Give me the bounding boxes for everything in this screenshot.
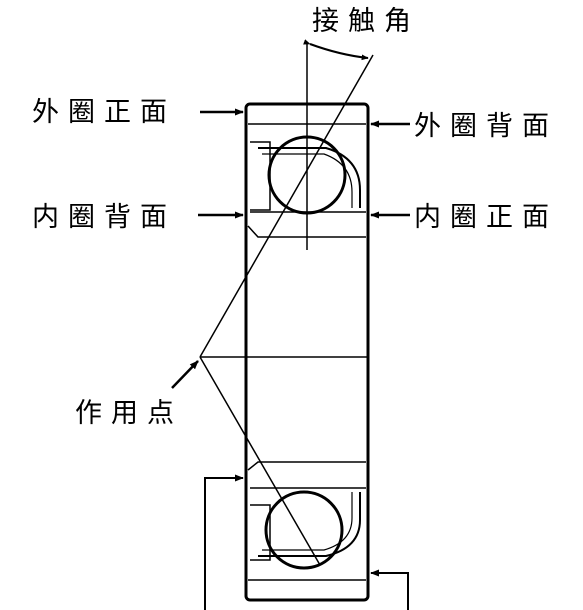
right-dimension-leader [370, 569, 409, 610]
outer-ring-back-label: 外圈背面 [414, 111, 558, 142]
inner-ring-back-label: 内圈背面 [32, 202, 176, 233]
lower-load-line [199, 356, 321, 566]
outer-ring-front-label: 外圈正面 [32, 97, 176, 128]
lower-ring-section [247, 461, 366, 581]
inner-ring-front-label: 内圈正面 [414, 202, 558, 233]
load-center-arrow [171, 360, 199, 389]
left-dimension-leader [204, 474, 244, 610]
load-center-label: 作用点 [75, 398, 183, 429]
upper-load-line [199, 54, 374, 358]
contact-angle-arc [303, 39, 369, 61]
contact-angle-label: 接触角 [312, 6, 420, 37]
upper-ring-section [247, 123, 366, 238]
lower-ball [264, 490, 344, 570]
